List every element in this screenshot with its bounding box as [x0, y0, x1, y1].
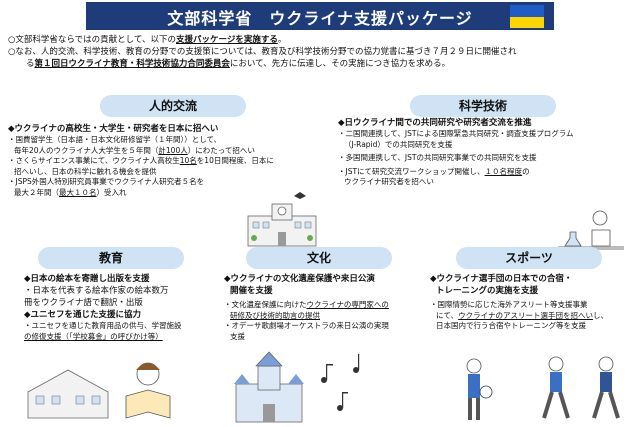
- music-note-icon: [321, 354, 360, 411]
- intro-line-3: る第１回日ウクライナ教育・科学技術協力合同委員会において、先方に伝達し、その実施…: [26, 59, 451, 69]
- school-and-reader-illustration-icon: [27, 362, 171, 419]
- education-headline-2: ◆ユニセフを通じた支援に協力: [24, 310, 142, 320]
- human-headline: ◆ウクライナの高校生・大学生・研究者を日本に招へい: [8, 124, 219, 134]
- intro-line-1: ○文部科学省ならではの貢献として、以下の支援パッケージを実施する。: [8, 35, 287, 45]
- section-title-human: 人的交流: [100, 95, 246, 117]
- science-section: ◆日ウクライナ間での共同研究や研究者交流を推進 ・二国間連携して、JSTによる国…: [338, 117, 634, 188]
- human-section: ◆ウクライナの高校生・大学生・研究者を日本に招へい ・国費留学生（日本語・日本文…: [8, 123, 308, 198]
- athletes-illustration-icon: [466, 356, 620, 420]
- header-banner: 文部科学省 ウクライナ支援パッケージ: [86, 2, 554, 30]
- sports-section: ◆ウクライナ選手団の日本での合宿・ トレーニングの実施を支援 ・国際情勢に応じた…: [430, 273, 636, 332]
- school-illustration-icon: [247, 192, 317, 247]
- sports-headline: ◆ウクライナ選手団の日本での合宿・: [430, 274, 573, 284]
- intro-text: ○文部科学省ならではの貢献として、以下の支援パッケージを実施する。 ○なお、人的…: [8, 34, 636, 70]
- section-title-science: 科学技術: [410, 95, 556, 117]
- ukraine-flag-icon: [510, 5, 544, 28]
- section-title-sports: スポーツ: [456, 247, 602, 269]
- education-headline-1: ◆日本の絵本を寄贈し出版を支援: [24, 274, 150, 284]
- education-section: ◆日本の絵本を寄贈し出版を支援 ・日本を代表する絵本作家の絵本数万 冊をウクライ…: [24, 273, 214, 342]
- castle-music-illustration-icon: [234, 351, 360, 423]
- page-title: 文部科学省 ウクライナ支援パッケージ: [167, 9, 473, 28]
- section-title-culture: 文化: [246, 247, 392, 269]
- science-headline: ◆日ウクライナ間での共同研究や研究者交流を推進: [338, 118, 532, 128]
- section-title-education: 教育: [38, 247, 184, 269]
- culture-section: ◆ウクライナの文化遺産保護や来日公演 開催を支援 ・文化遺産保護に向けたウクライ…: [224, 273, 422, 342]
- intro-line-2: ○なお、人的交流、科学技術、教育の分野での支援策については、教育及び科学技術分野…: [8, 47, 517, 57]
- culture-headline: ◆ウクライナの文化遺産保護や来日公演: [224, 274, 375, 284]
